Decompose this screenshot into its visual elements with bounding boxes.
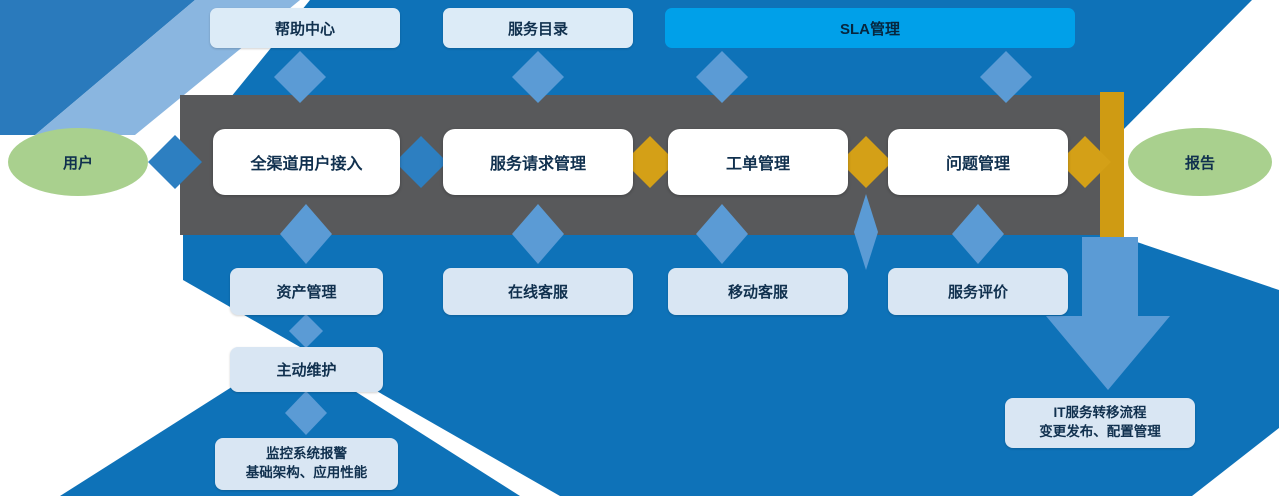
diamond-access-to-asset (280, 204, 332, 264)
service-evaluation-node: 服务评价 (888, 268, 1068, 315)
diamond-request-to-workorder (624, 136, 676, 188)
sla-management-node: SLA管理 (665, 8, 1075, 48)
bottomright-blue-area (1122, 237, 1279, 496)
help-center-node: 帮助中心 (210, 8, 400, 48)
omni-channel-access-node: 全渠道用户接入 (213, 129, 400, 195)
service-catalog-node: 服务目录 (443, 8, 633, 48)
diamond-user-to-access (148, 135, 202, 189)
monitoring-alert-node: 监控系统报警 基础架构、应用性能 (215, 438, 398, 490)
arrow-down-to-transition (1046, 237, 1170, 390)
problem-management-node: 问题管理 (888, 129, 1068, 195)
service-request-node: 服务请求管理 (443, 129, 633, 195)
diamond-asset-to-proactive (289, 314, 323, 348)
diamond-proactive-to-monitoring (285, 391, 327, 435)
diamond-request-to-online (512, 204, 564, 264)
diamond-access-to-request (395, 136, 447, 188)
report-node-label: 报告 (1184, 154, 1215, 172)
diamond-help-to-band (274, 51, 326, 103)
diamond-narrow-connector (854, 194, 878, 270)
diamond-sla-to-workorder (696, 51, 748, 103)
user-node-label: 用户 (62, 154, 93, 172)
main-blue-body (183, 235, 1122, 496)
monitoring-alert-line2: 基础架构、应用性能 (245, 465, 368, 480)
it-service-transition-line2: 变更发布、配置管理 (1039, 424, 1161, 439)
proactive-maintenance-node: 主动维护 (230, 347, 383, 392)
it-service-transition-line1: IT服务转移流程 (1053, 405, 1147, 421)
diamond-sla-to-problem (980, 51, 1032, 103)
diamond-workorder-to-problem (840, 136, 892, 188)
bottomleft-triangle (60, 350, 520, 496)
mobile-support-node: 移动客服 (668, 268, 848, 315)
asset-management-node: 资产管理 (230, 268, 383, 315)
diamond-problem-to-evaluation (952, 204, 1004, 264)
diamond-workorder-to-mobile (696, 204, 748, 264)
report-ellipse (1128, 128, 1272, 196)
topleft-stripe-dark (0, 0, 195, 135)
diamond-catalog-to-band (512, 51, 564, 103)
online-support-node: 在线客服 (443, 268, 633, 315)
diamond-problem-to-report (1059, 136, 1111, 188)
work-order-node: 工单管理 (668, 129, 848, 195)
monitoring-alert-line1: 监控系统报警 (266, 446, 347, 462)
it-service-transition-node: IT服务转移流程 变更发布、配置管理 (1005, 398, 1195, 448)
user-ellipse (8, 128, 148, 196)
